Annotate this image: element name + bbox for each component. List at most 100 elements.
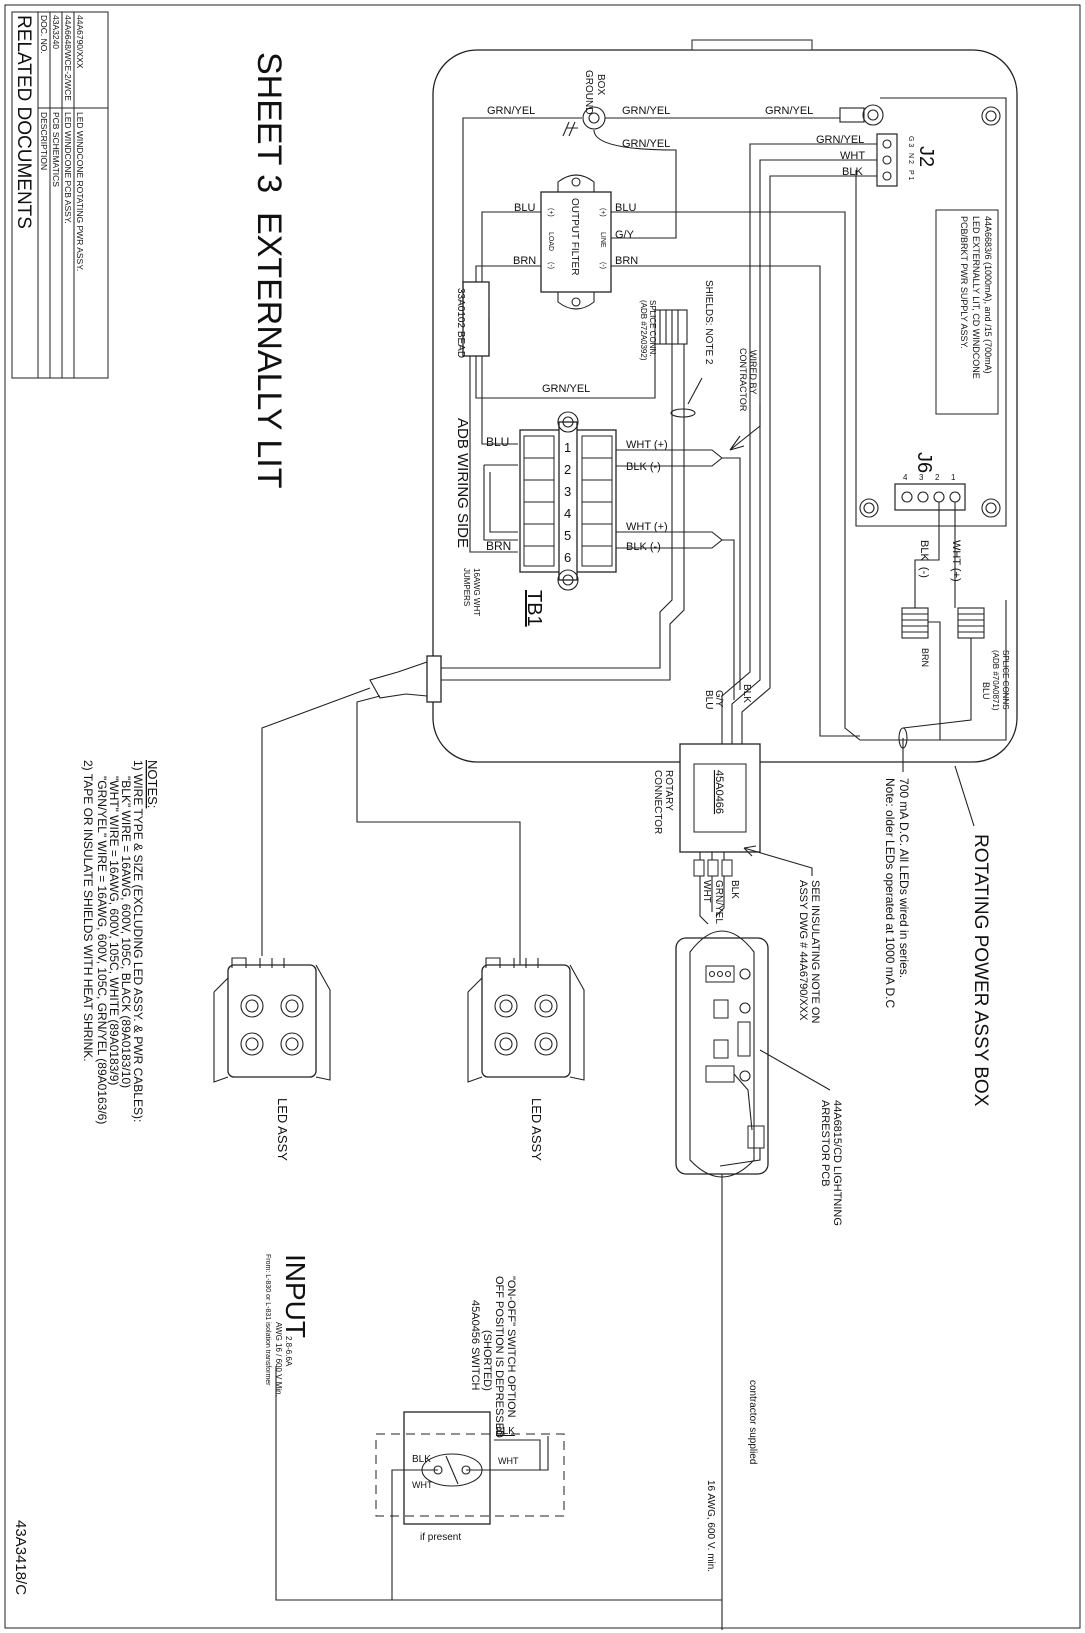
on-off-switch [403, 1411, 491, 1525]
led-note-line-1: 700 mA D.C. All LEDs wired in series. [897, 778, 911, 978]
ground-ring-lug [839, 104, 884, 126]
tb1-blk-neg-2: BLK (-) [626, 541, 661, 553]
tb1-label: TB1 [523, 590, 545, 627]
splice-conns-right: SPLICE CONNS (ADB #70A0871) [901, 607, 1010, 711]
filter-line-minus: (-) [599, 262, 606, 269]
input-from: From: L-830 or L-831 isolation transform… [264, 1254, 271, 1386]
output-filter-name: OUTPUT FILTER [569, 198, 580, 275]
bus-blk-lower: BLK [729, 880, 740, 899]
tb1-wht-pos-2: WHT (+) [626, 521, 668, 533]
tb1-terminal-2: 2 [564, 462, 571, 477]
led-assy-lower [213, 957, 331, 1083]
grnyel-label-4: GRN/YEL [622, 138, 670, 150]
tb1-terminal-5: 5 [564, 528, 571, 543]
splice-blu: BLU [981, 682, 991, 700]
tb1-terminal-3: 3 [564, 484, 571, 499]
doc-row-3-desc: PCB SCHEMATICS [51, 112, 61, 187]
bus-g-y: G/Y [713, 690, 724, 708]
lightning-arrestor-pcb [675, 930, 769, 1178]
bead-label: 33A0102 BEAD [455, 288, 466, 358]
filter-line-plus: (+) [599, 208, 606, 217]
tb1-brn: BRN [486, 539, 511, 553]
led-assy-upper [467, 957, 585, 1083]
pcb-outline [855, 97, 1007, 527]
j6-blk-neg: BLK (-) [918, 540, 930, 578]
tb1-terminal-4: 4 [564, 506, 571, 521]
note-line-2: "BLK" WIRE = 16AWG, 600V, 105C, BLACK (8… [119, 776, 133, 1088]
box-title: ROTATING POWER ASSY BOX [970, 834, 991, 1107]
tb1-terminal-1: 1 [564, 440, 571, 455]
grnyel-label-2: GRN/YEL [622, 105, 670, 117]
bus-blk: BLK [741, 684, 752, 703]
bus-wht-lower: WHT [701, 880, 712, 903]
insulating-note-1: SEE INSULATING NOTE ON [809, 880, 821, 1023]
box-ground: BOX GROUND [562, 70, 606, 137]
j2-pin-g: G 3 [907, 136, 914, 147]
doc-row-3-doc: 43A3240 [51, 15, 61, 49]
input-awg: AWG 16 / 600 V Min. [274, 1322, 283, 1397]
box-top-tab [691, 39, 813, 51]
shield-tie [670, 408, 696, 418]
jumpers-label-2: JUMPERS [462, 568, 471, 606]
j2-connector: J2 G 3 N 2 P 1 [876, 133, 937, 187]
rotary-connector: 45A0466 ROTARY CONNECTOR [652, 743, 761, 853]
filter-in-blu: BLU [514, 202, 535, 214]
description-header: DESCRIPTION [39, 112, 49, 170]
jumpers-label-1: 16AWG WHT [472, 568, 481, 616]
grnyel-label-1: GRN/YEL [487, 105, 535, 117]
filter-out-brn: BRN [615, 255, 638, 267]
splice-connector: SPLICE CONN. (ADB #72A0392) [639, 300, 688, 361]
doc-row-2-doc: 44A6648/WCE-2/WCE [63, 15, 73, 101]
filter-load-plus: (+) [547, 208, 554, 217]
switch-note-1: "ON-OFF" SWITCH OPTION [505, 1276, 517, 1418]
note-line-3: "WHT" WIRE = 16AWG, 600V, 105C, WHITE (8… [107, 776, 121, 1085]
filter-out-blu: BLU [615, 202, 636, 214]
grnyel-label-3: GRN/YEL [765, 105, 813, 117]
switch-blk-1: BLK [496, 1426, 515, 1437]
note-line-1: 1) WIRE TYPE & SIZE (EXCLUDING LED ASSY.… [131, 760, 145, 1122]
filter-in-brn: BRN [513, 255, 536, 267]
cable-gland [369, 655, 442, 703]
switch-wht-2: WHT [412, 1480, 433, 1490]
j2-label: J2 [915, 146, 937, 167]
notes-title: NOTES: [145, 760, 160, 808]
note-line-4: "GRN/YEL" WIRE = 16AWG, 600V, 105C, GRN/… [95, 776, 109, 1124]
note-line-5: 2) TAPE OR INSULATE SHIELDS WITH HEAT SH… [81, 760, 95, 1062]
switch-blk-2: BLK [412, 1454, 431, 1465]
arrestor-label-2: ARRESTOR PCB [819, 1100, 831, 1187]
rotary-part-no: 45A0466 [713, 770, 725, 814]
wired-by-2: CONTRACTOR [738, 348, 748, 412]
input-current: 2.8-6.6A [284, 1336, 293, 1367]
mount-hole-3 [859, 498, 879, 518]
sheet-title: SHEET 3 EXTERNALLY LIT [250, 52, 288, 489]
related-documents-table: RELATED DOCUMENTS DOC. NO. DESCRIPTION 4… [11, 11, 109, 379]
led-assy-label-2: LED ASSY [275, 1098, 290, 1161]
splice-conn-label-2: (ADB #72A0392) [639, 300, 648, 361]
contractor-supplied: contractor supplied [747, 1380, 758, 1465]
j6-wht-pos: WHT (+) [950, 540, 962, 582]
filter-load-minus: (-) [547, 262, 554, 269]
output-filter: OUTPUT FILTER LOAD LINE (+) (-) (+) (-) [540, 174, 612, 310]
j2-pin-p: P 1 [907, 170, 914, 180]
j2-wire-grnyel: GRN/YEL [816, 134, 864, 146]
switch-note-3: (SHORTED) [481, 1330, 493, 1391]
bus-blu: BLU [703, 690, 714, 709]
bus-grnyel-lower: GRN/YEL [713, 880, 724, 924]
rotary-label-1: ROTARY [663, 770, 674, 811]
j6-connector: J6 4 3 2 1 [894, 452, 966, 511]
sheet-border [4, 4, 1081, 1629]
doc-row-1-desc: LED WINDCONE ROTATING PWR ASSY. [75, 112, 85, 271]
switch-if-present: if present [420, 1532, 461, 1543]
doc-row-2-desc: LED WINDCONE PCB ASSY. [63, 112, 73, 224]
insulating-note-2: ASSY DWG # 44A6790/XXX [797, 880, 809, 1021]
filter-out-gy: G/Y [615, 229, 635, 241]
rotary-label-2: CONNECTOR [652, 770, 663, 834]
j6-pin-2: 2 [935, 473, 940, 482]
switch-note-4: 45A0456 SWITCH [469, 1300, 481, 1391]
tb1-blk-neg-1: BLK (-) [626, 461, 661, 473]
grnyel-label-5: GRN/YEL [542, 383, 590, 395]
arrestor-label-1: 44A6815/CD LIGHTNING [831, 1100, 843, 1226]
mount-hole-2 [981, 498, 1001, 518]
input-title: INPUT [280, 1254, 311, 1338]
